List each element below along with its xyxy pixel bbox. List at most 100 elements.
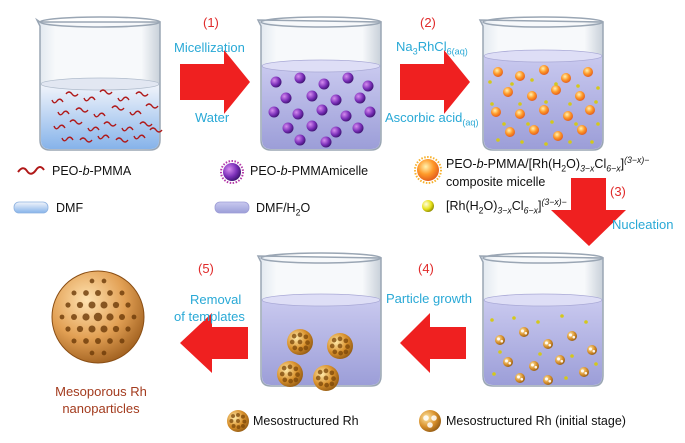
rh-complex-dot bbox=[526, 122, 530, 126]
composite-micelle bbox=[503, 87, 513, 97]
rh-complex-dot bbox=[536, 320, 540, 324]
polymer-chain bbox=[87, 126, 100, 132]
rh-complex-dot bbox=[510, 82, 514, 86]
initial-rh-particle bbox=[567, 331, 577, 341]
composite-micelle bbox=[539, 105, 549, 115]
legend-composite-label-line1: PEO-b-PMMA/[Rh(H2O)3−xCl6−x](3−x)− bbox=[446, 154, 650, 174]
micelle bbox=[306, 90, 318, 102]
dmf-h2o-legend-icon bbox=[214, 201, 250, 214]
step-1-number: (1) bbox=[203, 15, 219, 30]
initial-rh-particle bbox=[495, 335, 505, 345]
polymer-chains bbox=[51, 89, 163, 143]
polymer-chain bbox=[93, 112, 106, 118]
product-label-line1: Mesoporous Rh bbox=[55, 384, 147, 399]
beaker-initial-rh bbox=[478, 252, 604, 387]
step-2-number: (2) bbox=[420, 15, 436, 30]
micelle bbox=[294, 134, 306, 146]
step-5-number: (5) bbox=[198, 261, 214, 276]
legend-rh-complex-label: [Rh(H2O)3−xCl6−x](3−x)− bbox=[446, 196, 567, 216]
micelle bbox=[364, 106, 376, 118]
rh-complex-dot bbox=[492, 372, 496, 376]
composite-micelle bbox=[563, 111, 573, 121]
step-3-number: (3) bbox=[610, 184, 626, 199]
legend-polymer-label: PEO-b-PMMA bbox=[52, 164, 132, 178]
composite-micelle bbox=[527, 91, 537, 101]
beaker-composite-micelles bbox=[478, 16, 604, 151]
micelle bbox=[306, 120, 318, 132]
micelle bbox=[280, 92, 292, 104]
micelle bbox=[294, 72, 306, 84]
initial-rh-particle bbox=[587, 345, 597, 355]
initial-rh-particles bbox=[490, 314, 598, 385]
rh-complex-dot bbox=[594, 100, 598, 104]
polymer-chain bbox=[65, 91, 79, 97]
initial-rh-particle bbox=[519, 327, 529, 337]
rh-complex-dot bbox=[544, 100, 548, 104]
legend-meso-rh-label: Mesostructured Rh bbox=[253, 414, 359, 428]
rh-complex-dot bbox=[596, 122, 600, 126]
rh-complex-dot bbox=[560, 314, 564, 318]
micelle bbox=[292, 108, 304, 120]
mesostructured-rh-particle bbox=[277, 361, 303, 387]
dmf-legend-icon bbox=[13, 201, 49, 214]
micelle bbox=[340, 110, 352, 122]
rh-complex-dot bbox=[490, 318, 494, 322]
mesostructured-rh-particle bbox=[327, 333, 353, 359]
polymer-chain bbox=[111, 105, 125, 111]
initial-rh-particle bbox=[503, 357, 513, 367]
composite-micelle bbox=[515, 109, 525, 119]
composite-micelle bbox=[561, 73, 571, 83]
initial-rh-particle bbox=[515, 373, 525, 383]
composite-micelle-particles bbox=[488, 65, 600, 146]
polymer-chain bbox=[99, 89, 113, 95]
step-4-label: Particle growth bbox=[386, 291, 472, 306]
rh-complex-dot bbox=[488, 80, 492, 84]
polymer-chain bbox=[149, 127, 163, 133]
polymer-chain bbox=[57, 110, 70, 116]
rh-complex-dot bbox=[550, 120, 554, 124]
polymer-chain bbox=[103, 121, 117, 127]
composite-micelle bbox=[577, 125, 587, 135]
rh-complex-dot bbox=[538, 352, 542, 356]
rh-complex-dot bbox=[554, 82, 558, 86]
rh-complex-dot bbox=[568, 140, 572, 144]
polymer-chain-legend-icon bbox=[17, 166, 45, 175]
micelle bbox=[330, 126, 342, 138]
polymer-chain bbox=[121, 126, 134, 132]
polymer-chain bbox=[145, 103, 159, 109]
polymer-chain bbox=[69, 119, 83, 125]
step-1-sublabel: Water bbox=[195, 110, 230, 125]
polymer-chain bbox=[83, 96, 96, 102]
mesoporous-rh-nanoparticle bbox=[51, 270, 145, 364]
composite-micelle bbox=[491, 107, 501, 117]
rh-complex-dot bbox=[498, 350, 502, 354]
composite-micelle bbox=[585, 105, 595, 115]
micelle bbox=[270, 76, 282, 88]
arrow-step-1 bbox=[180, 50, 250, 114]
meso-rh-initial-legend-icon bbox=[419, 410, 441, 432]
micelle bbox=[316, 104, 328, 116]
polymer-chain bbox=[53, 124, 66, 130]
rh-complex-dot bbox=[490, 102, 494, 106]
beaker-micelles bbox=[256, 16, 382, 151]
composite-micelle bbox=[515, 71, 525, 81]
beaker-dmf-polymer bbox=[35, 16, 163, 151]
meso-rh-legend-icon bbox=[227, 410, 249, 432]
initial-rh-particle bbox=[543, 339, 553, 349]
rh-complex-dot bbox=[590, 140, 594, 144]
legend-dmf-h2o-label: DMF/H2O bbox=[256, 201, 311, 218]
composite-micelle bbox=[529, 125, 539, 135]
composite-micelle-legend-icon bbox=[414, 156, 442, 184]
arrow-step-5 bbox=[180, 313, 248, 373]
step-1-label: Micellization bbox=[174, 40, 245, 55]
polymer-chain bbox=[79, 137, 93, 143]
micelle bbox=[282, 122, 294, 134]
rh-complex-dot bbox=[512, 316, 516, 320]
legend-meso-rh-initial-label: Mesostructured Rh (initial stage) bbox=[446, 414, 626, 428]
polymer-chain bbox=[139, 121, 153, 127]
composite-micelle bbox=[553, 131, 563, 141]
micelle bbox=[354, 92, 366, 104]
polymer-chain bbox=[75, 107, 89, 113]
composite-micelle bbox=[575, 91, 585, 101]
legend-dmf-label: DMF bbox=[56, 201, 84, 215]
